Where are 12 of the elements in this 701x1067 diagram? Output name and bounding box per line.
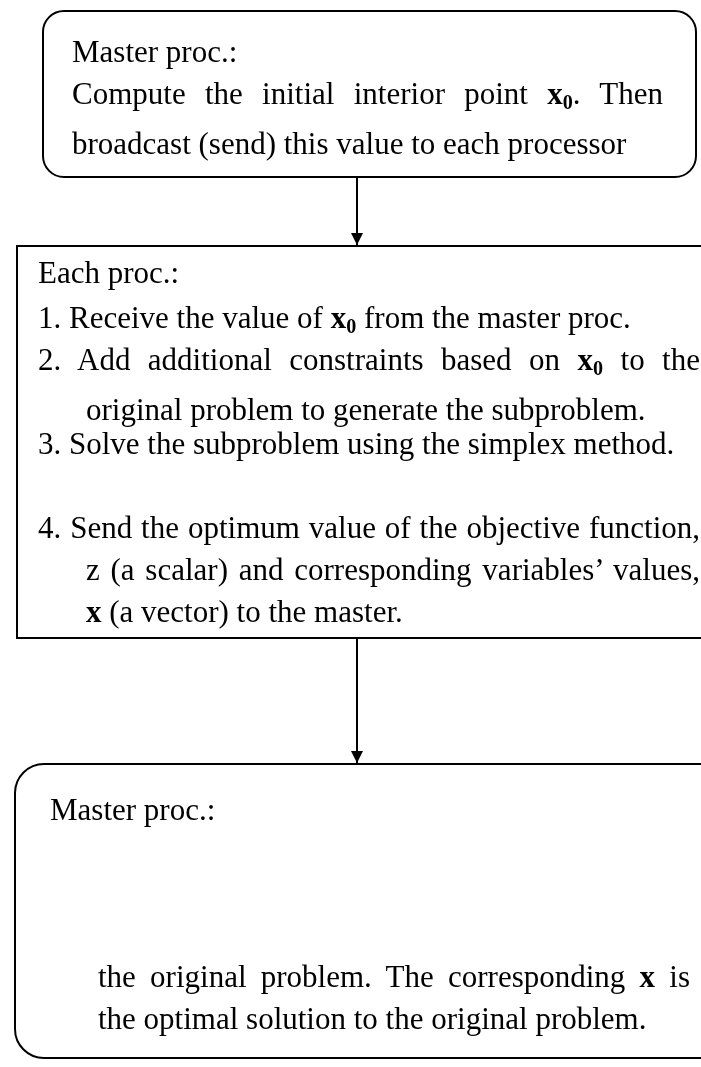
list-item-text: 1. Receive the value of x$_{0}$ from the master proc. [38,299,632,340]
process-box [16,245,701,639]
body-text: the original problem. The corresponding x is the optimal solution to the original problem. [98,958,690,1038]
list-item-text: 4. Send the optimum value of the objective function, z (a scalar) and corresponding variables’ values, x (a vector) to the master. [38,509,700,631]
arrow [351,638,363,764]
heading-text: Master proc.: [50,791,217,829]
arrow [351,177,363,246]
process-box [14,763,701,1059]
body-text: Compute the initial interior point x$_{0}$. Then broadcast (send) this value to each processor [72,75,663,164]
process-box [42,10,697,178]
heading-text: Each proc.: [38,254,181,292]
heading-text: Master proc.: [72,33,239,71]
